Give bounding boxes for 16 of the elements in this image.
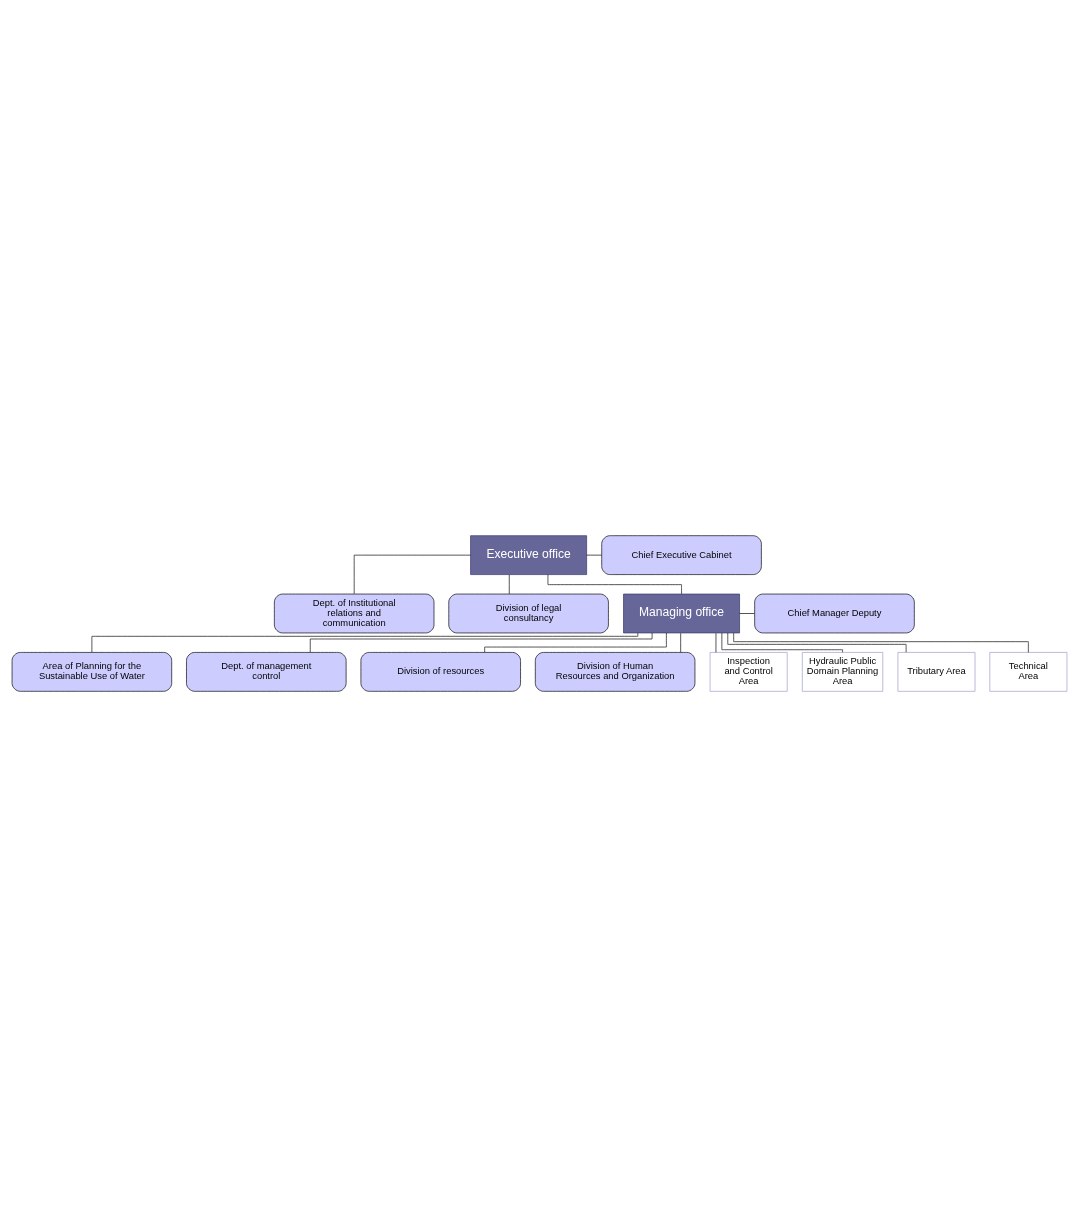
node-box: Executive office (470, 534, 587, 575)
connector (739, 612, 755, 614)
node-box: Managing office (623, 593, 740, 633)
node-box: Division of Human Resources and Organization (534, 651, 696, 692)
node-box: Area of Planning for the Sustainable Use of Water (11, 651, 173, 692)
node-box: Tributary Area (897, 651, 976, 692)
node-box: Inspection and Control Area (709, 651, 788, 692)
node-box: Chief Manager Deputy (754, 593, 915, 633)
node-box: Dept. of Institutional relations and communication (274, 593, 435, 633)
node-box: Technical Area (989, 651, 1068, 692)
connector (484, 632, 667, 653)
node-box: Dept. of management control (186, 651, 347, 692)
node-box: Division of legal consultancy (448, 593, 609, 633)
node-box: Chief Executive Cabinet (601, 534, 762, 575)
node-box: Hydraulic Public Domain Planning Area (801, 651, 884, 692)
node-box: Division of resources (360, 651, 521, 692)
